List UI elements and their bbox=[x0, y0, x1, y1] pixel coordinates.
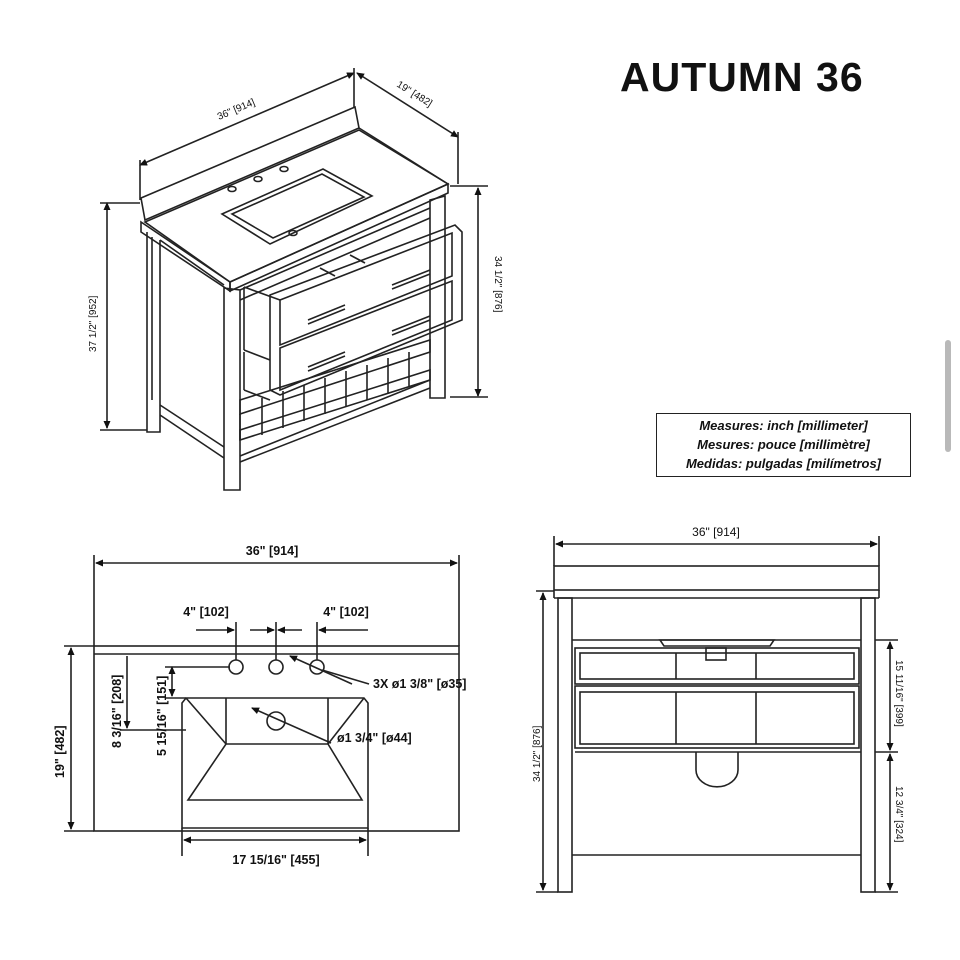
faucet-holes-label: 3X ø1 3/8" [ø35] bbox=[373, 677, 466, 691]
faucet-hole-right bbox=[309, 659, 325, 675]
top-width-label: 36" [914] bbox=[246, 544, 298, 558]
spread-left-label: 4" [102] bbox=[183, 605, 229, 619]
countertop bbox=[143, 129, 450, 283]
front-leg-right bbox=[860, 597, 876, 893]
units-legend: Measures: inch [millimeter] Mesures: pou… bbox=[656, 413, 911, 477]
legend-line-french: Mesures: pouce [millimètre] bbox=[697, 437, 870, 452]
drawer-lower bbox=[574, 685, 860, 749]
top-depth-label: 19" [482] bbox=[53, 726, 67, 778]
front-view: 36" [914] 34 1/2" [876] 15 11/16" [399] … bbox=[532, 525, 904, 893]
top-view: 36" [914] 4" [102] 4" [102] 3X ø1 3/8" [… bbox=[53, 544, 466, 867]
open-drawers bbox=[243, 224, 463, 401]
shelf-height-label: 12 3/4" [324] bbox=[893, 786, 904, 843]
legend-line-english: Measures: inch [millimeter] bbox=[699, 418, 868, 433]
offset-back-label: 8 3/16" [208] bbox=[110, 675, 124, 748]
iso-total-height-label: 37 1/2" [952] bbox=[88, 295, 99, 352]
faucet-hole-left bbox=[228, 659, 244, 675]
offset-sink-label: 5 15/16" [151] bbox=[155, 676, 169, 756]
front-leg-left bbox=[223, 287, 241, 491]
front-height-label: 34 1/2" [876] bbox=[532, 725, 543, 782]
drawer-upper bbox=[574, 647, 860, 685]
slatted-shelf bbox=[239, 338, 431, 463]
iso-width-label: 36" [914] bbox=[216, 97, 257, 123]
iso-depth-label: 19" [482] bbox=[394, 79, 434, 109]
legend-line-spanish: Medidas: pulgadas [milímetros] bbox=[685, 456, 882, 471]
faucet-hole bbox=[227, 185, 237, 193]
drawer-height-label: 15 11/16" [399] bbox=[893, 660, 904, 727]
iso-counter-height-label: 34 1/2" [876] bbox=[492, 256, 503, 313]
sink-width-label: 17 15/16" [455] bbox=[232, 853, 319, 867]
sink-basin bbox=[220, 168, 374, 245]
drawer-handle bbox=[307, 304, 346, 321]
front-leg-left bbox=[557, 597, 573, 893]
isometric-view: 36" [914] 19" [482] 37 1/2" [952] 34 1/2… bbox=[88, 68, 503, 491]
product-title: AUTUMN 36 bbox=[620, 54, 864, 100]
drain-hole bbox=[266, 711, 286, 731]
spread-right-label: 4" [102] bbox=[323, 605, 369, 619]
front-countertop bbox=[553, 565, 880, 591]
drain-label: ø1 3/4" [ø44] bbox=[337, 731, 412, 745]
front-width-label: 36" [914] bbox=[692, 525, 740, 539]
faucet-hole-center bbox=[268, 659, 284, 675]
vertical-scrollbar[interactable] bbox=[945, 340, 951, 452]
